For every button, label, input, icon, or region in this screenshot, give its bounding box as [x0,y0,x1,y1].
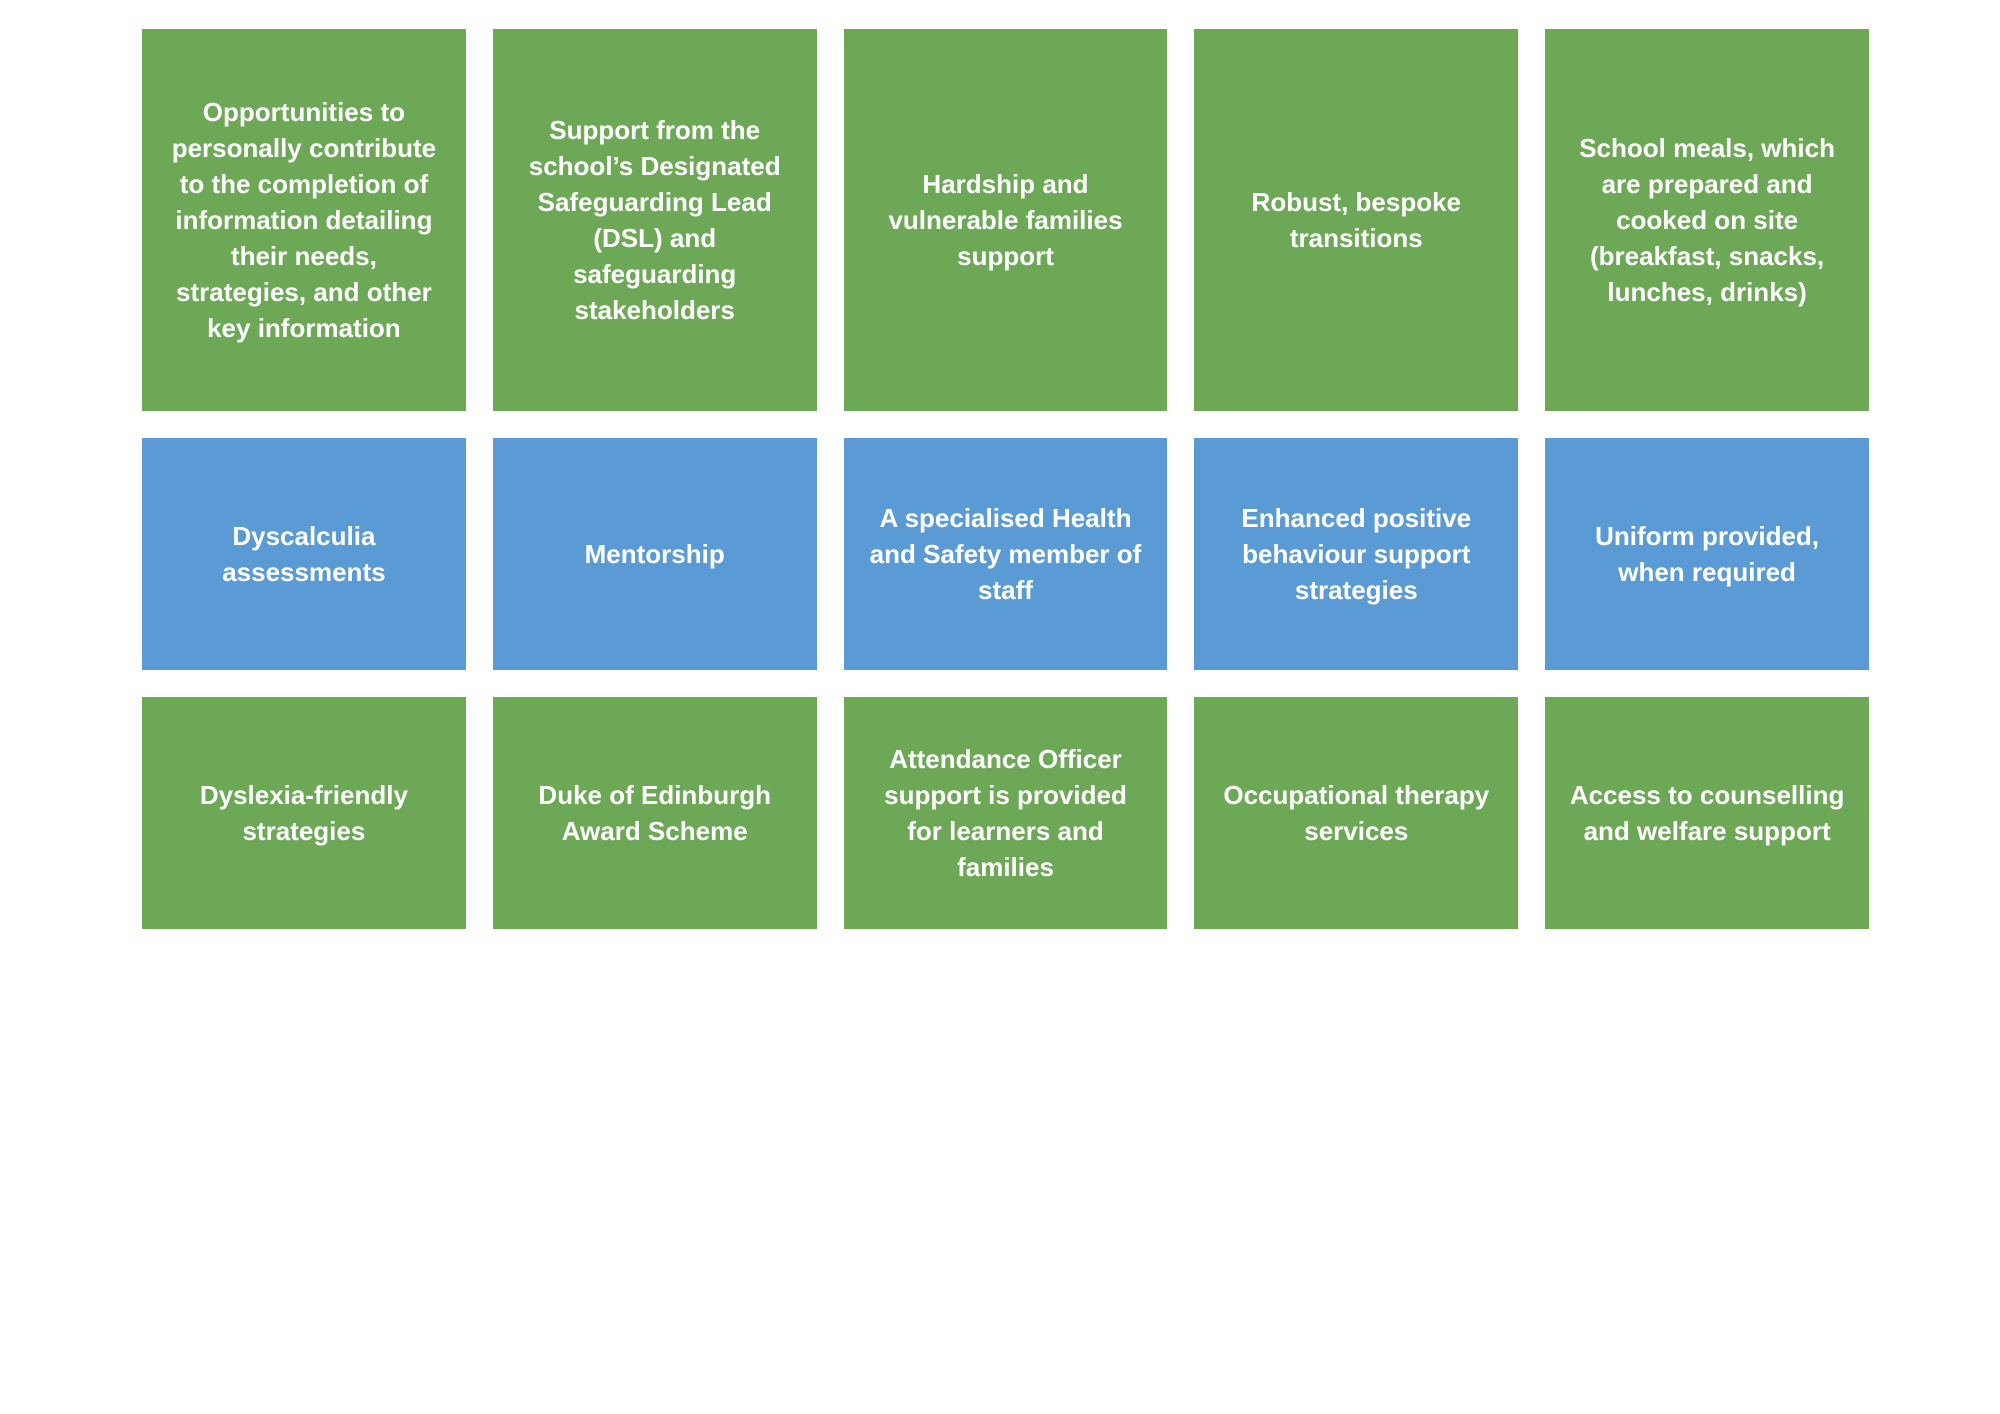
tile-label: Robust, bespoke transitions [1251,187,1462,253]
tile-counselling-welfare: Access to counselling and welfare suppor… [1545,697,1869,929]
tile-hardship-support: Hardship and vulnerable families support [843,29,1168,411]
tile-dyslexia-strategies: Dyslexia-friendly strategies [142,697,466,929]
tile-row-1: Opportunities to personally contribute t… [142,29,1869,411]
tile-occupational-therapy: Occupational therapy services [1194,697,1519,929]
tile-label: Attendance Officer support is provided f… [884,744,1127,882]
tile-pupil-voice: Opportunities to personally contribute t… [142,29,466,411]
tile-label: Support from the school’s Designated Saf… [528,115,781,325]
tile-row-3: Dyslexia-friendly strategies Duke of Edi… [142,697,1869,929]
tile-label: Duke of Edinburgh Award Scheme [538,780,771,846]
tile-label: Enhanced positive behaviour support stra… [1241,503,1472,605]
tile-school-meals: School meals, which are prepared and coo… [1545,29,1869,411]
tile-label: Mentorship [584,539,725,569]
tile-dyscalculia-assessments: Dyscalculia assessments [142,438,466,670]
tile-row-2: Dyscalculia assessments Mentorship A spe… [142,438,1869,670]
tile-mentorship: Mentorship [492,438,817,670]
tile-label: A specialised Health and Safety member o… [869,503,1142,605]
tile-behaviour-support: Enhanced positive behaviour support stra… [1194,438,1519,670]
tile-label: School meals, which are prepared and coo… [1579,133,1835,307]
tile-uniform-provided: Uniform provided, when required [1545,438,1869,670]
tile-label: Uniform provided, when required [1595,521,1820,587]
tile-label: Occupational therapy services [1223,780,1490,846]
tile-health-and-safety: A specialised Health and Safety member o… [843,438,1168,670]
tile-label: Hardship and vulnerable families support [888,169,1123,271]
tile-label: Access to counselling and welfare suppor… [1569,780,1845,846]
tile-transitions: Robust, bespoke transitions [1194,29,1519,411]
support-tiles-grid: Opportunities to personally contribute t… [142,29,1869,929]
tile-label: Opportunities to personally contribute t… [171,97,437,343]
tile-label: Dyslexia-friendly strategies [199,780,408,846]
tile-duke-of-edinburgh: Duke of Edinburgh Award Scheme [492,697,817,929]
tile-label: Dyscalculia assessments [222,521,386,587]
tile-attendance-officer: Attendance Officer support is provided f… [843,697,1168,929]
tile-safeguarding-support: Support from the school’s Designated Saf… [492,29,817,411]
